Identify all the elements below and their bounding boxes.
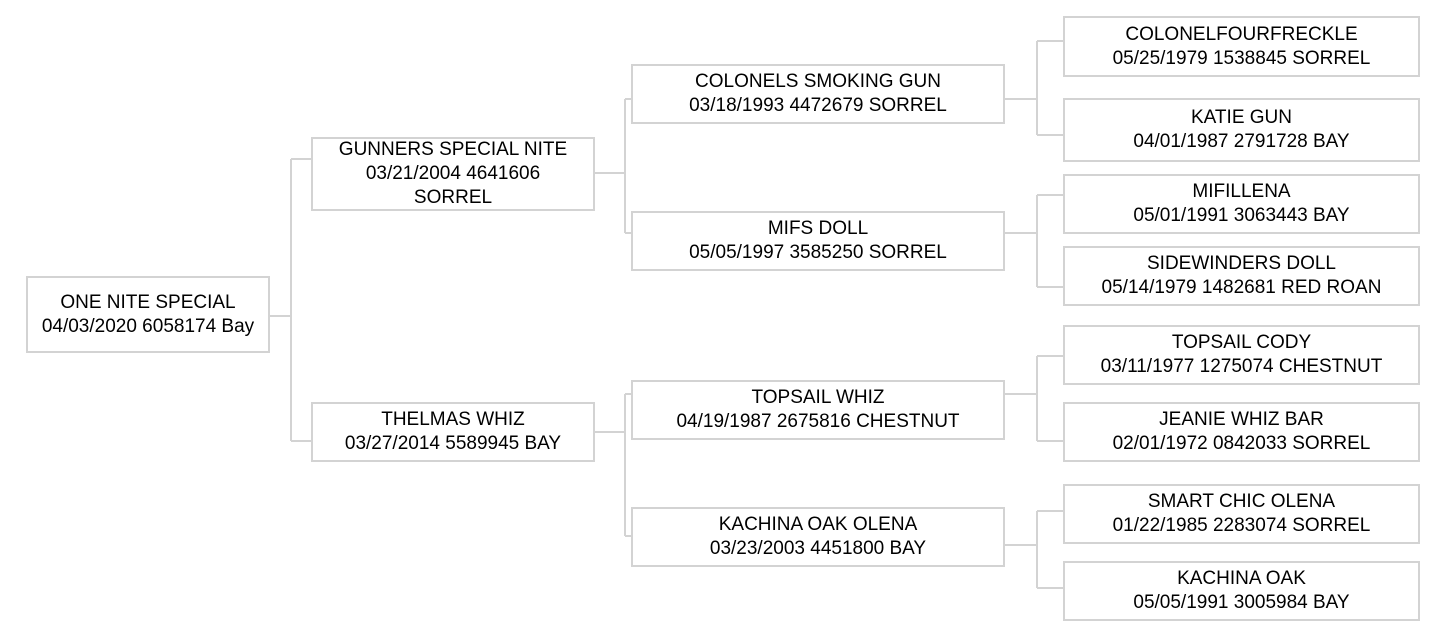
ds-sire-name: TOPSAIL CODY xyxy=(1171,332,1312,353)
dd-sire-name: SMART CHIC OLENA xyxy=(1147,491,1336,512)
dam-sire-node: TOPSAIL WHIZ 04/19/1987 2675816 CHESTNUT xyxy=(631,380,1005,440)
dam-name: THELMAS WHIZ xyxy=(381,409,525,430)
dd-dam-node: KACHINA OAK 05/05/1991 3005984 BAY xyxy=(1063,561,1420,621)
sd-sire-info: 05/01/1991 3063443 BAY xyxy=(1133,205,1350,226)
dam-sire-info: 04/19/1987 2675816 CHESTNUT xyxy=(676,411,960,432)
dd-sire-node: SMART CHIC OLENA 01/22/1985 2283074 SORR… xyxy=(1063,484,1420,544)
sd-sire-name: MIFILLENA xyxy=(1192,181,1291,202)
ss-dam-info: 04/01/1987 2791728 BAY xyxy=(1133,131,1350,152)
sire-dam-node: MIFS DOLL 05/05/1997 3585250 SORREL xyxy=(631,211,1005,271)
dd-sire-info: 01/22/1985 2283074 SORREL xyxy=(1112,515,1371,536)
horse-name: ONE NITE SPECIAL xyxy=(60,291,236,313)
dam-dam-node: KACHINA OAK OLENA 03/23/2003 4451800 BAY xyxy=(631,507,1005,567)
dam-node: THELMAS WHIZ 03/27/2014 5589945 BAY xyxy=(311,402,595,462)
dd-dam-name: KACHINA OAK xyxy=(1177,568,1306,589)
ds-sire-node: TOPSAIL CODY 03/11/1977 1275074 CHESTNUT xyxy=(1063,325,1420,385)
dam-dam-name: KACHINA OAK OLENA xyxy=(718,514,918,535)
ss-dam-node: KATIE GUN 04/01/1987 2791728 BAY xyxy=(1063,98,1420,162)
sire-node: GUNNERS SPECIAL NITE 03/21/2004 4641606 … xyxy=(311,137,595,211)
ds-dam-node: JEANIE WHIZ BAR 02/01/1972 0842033 SORRE… xyxy=(1063,402,1420,462)
sire-sire-info: 03/18/1993 4472679 SORREL xyxy=(689,95,947,116)
sd-sire-node: MIFILLENA 05/01/1991 3063443 BAY xyxy=(1063,174,1420,234)
sire-sire-node: COLONELS SMOKING GUN 03/18/1993 4472679 … xyxy=(631,64,1005,124)
ds-dam-name: JEANIE WHIZ BAR xyxy=(1159,409,1324,430)
sire-info-line1: 03/21/2004 4641606 xyxy=(365,163,541,184)
sire-dam-name: MIFS DOLL xyxy=(767,218,869,239)
horse-info: 04/03/2020 6058174 Bay xyxy=(41,315,255,337)
sire-sire-name: COLONELS SMOKING GUN xyxy=(695,71,941,92)
dam-info: 03/27/2014 5589945 BAY xyxy=(344,433,562,454)
dam-dam-info: 03/23/2003 4451800 BAY xyxy=(709,538,927,559)
sd-dam-name: SIDEWINDERS DOLL xyxy=(1147,253,1336,274)
ss-dam-name: KATIE GUN xyxy=(1191,107,1292,128)
ds-sire-info: 03/11/1977 1275074 CHESTNUT xyxy=(1100,356,1383,377)
dd-dam-info: 05/05/1991 3005984 BAY xyxy=(1133,592,1350,613)
sire-info-line2: SORREL xyxy=(413,187,493,208)
ss-sire-node: COLONELFOURFRECKLE 05/25/1979 1538845 SO… xyxy=(1063,16,1420,77)
ss-sire-name: COLONELFOURFRECKLE xyxy=(1125,23,1358,45)
sd-dam-node: SIDEWINDERS DOLL 05/14/1979 1482681 RED … xyxy=(1063,246,1420,306)
sd-dam-info: 05/14/1979 1482681 RED ROAN xyxy=(1101,277,1382,298)
sire-name: GUNNERS SPECIAL NITE xyxy=(338,139,568,160)
horse-node: ONE NITE SPECIAL 04/03/2020 6058174 Bay xyxy=(26,276,270,353)
ds-dam-info: 02/01/1972 0842033 SORREL xyxy=(1112,433,1371,454)
dam-sire-name: TOPSAIL WHIZ xyxy=(751,387,885,408)
ss-sire-info: 05/25/1979 1538845 SORREL xyxy=(1112,47,1371,69)
sire-dam-info: 05/05/1997 3585250 SORREL xyxy=(689,242,947,263)
